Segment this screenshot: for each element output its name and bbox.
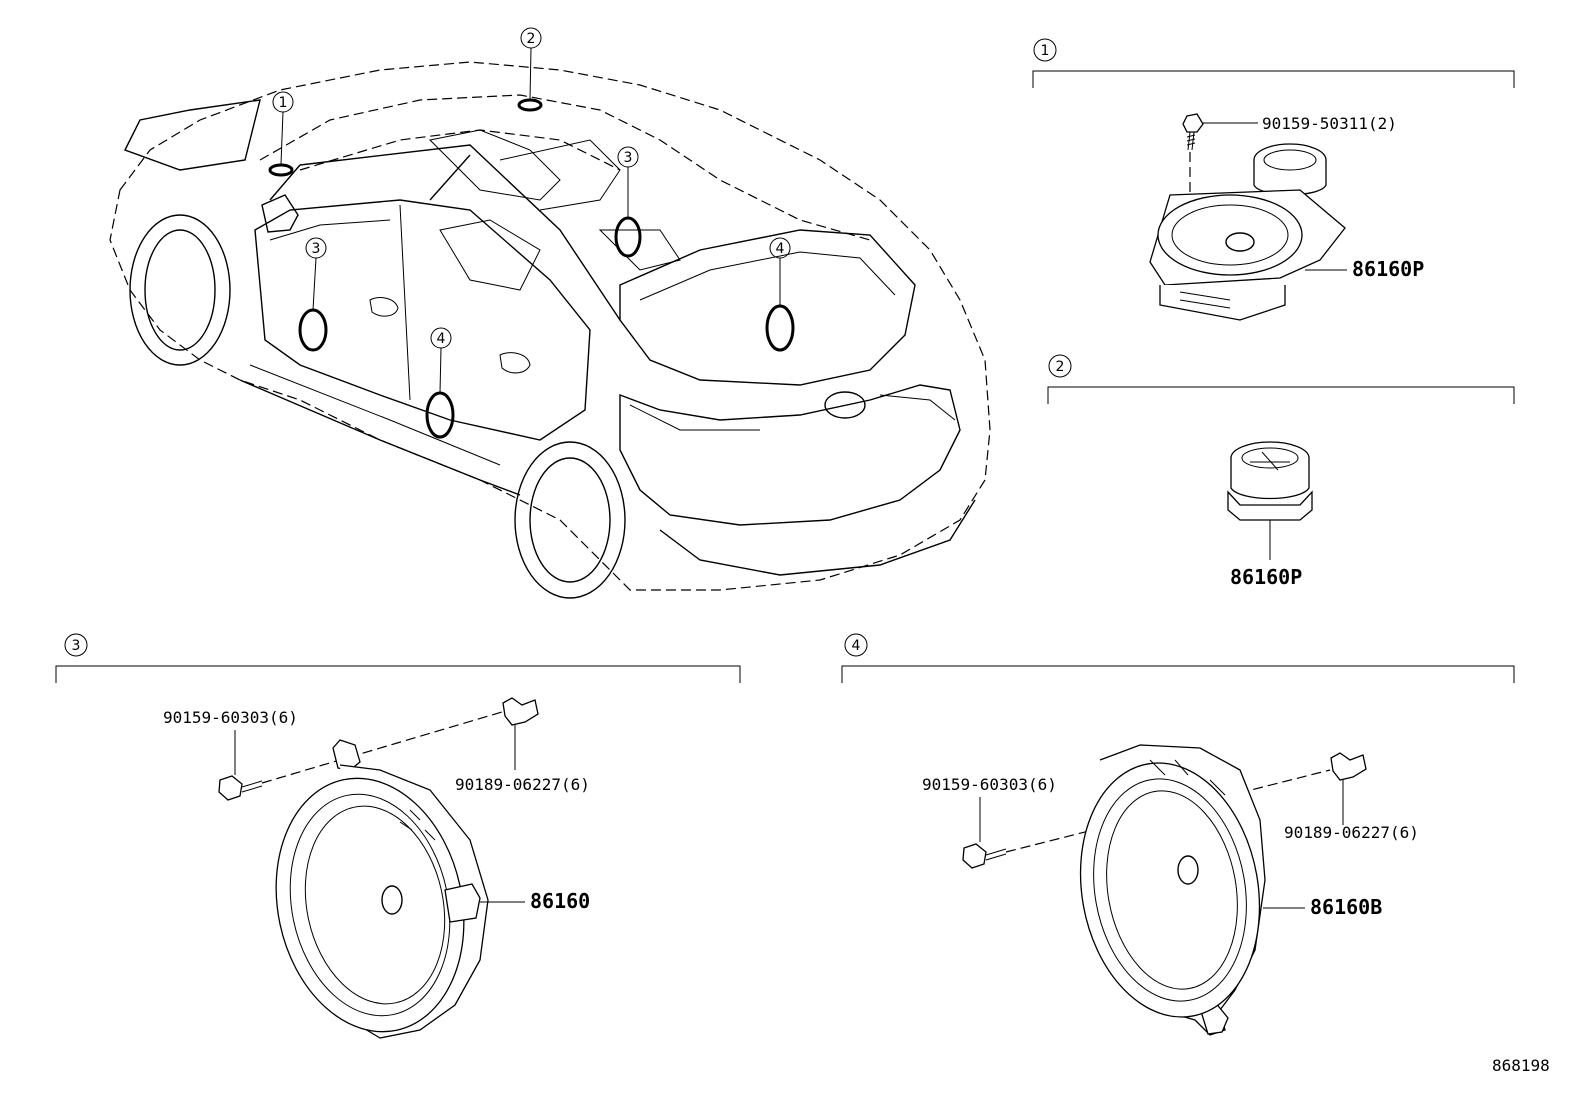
car-callout-1: 1 <box>272 91 294 165</box>
car-speaker-3a-ring <box>298 308 328 352</box>
section-3-clip-part-number: 90189-06227(6) <box>455 775 590 794</box>
svg-text:4: 4 <box>776 241 785 257</box>
car-callout-4a: 4 <box>430 327 452 394</box>
section-4-speaker <box>1079 744 1305 1036</box>
section-1-number: 1 <box>1033 38 1057 62</box>
section-3: 3 90159-60303(6) 90189-06227(6) <box>55 633 741 1039</box>
car-callout-3a: 3 <box>305 237 327 311</box>
section-4-clip-part-number: 90189-06227(6) <box>1284 823 1419 842</box>
section-3-speaker <box>275 739 525 1039</box>
section-4-clip <box>1330 752 1367 825</box>
car-speaker-4b-ring <box>765 304 795 352</box>
diagram-id: 868198 <box>1492 1056 1550 1075</box>
svg-text:3: 3 <box>72 638 81 654</box>
section-3-screw <box>218 775 263 801</box>
section-4-speaker-part-number: 86160B <box>1310 895 1382 919</box>
section-4-screw <box>962 843 1007 869</box>
svg-text:3: 3 <box>624 150 633 166</box>
section-4-number: 4 <box>844 633 868 657</box>
section-3-clip <box>502 697 539 770</box>
car-callout-2: 2 <box>520 27 542 100</box>
svg-text:1: 1 <box>279 95 288 111</box>
section-2-tweeter <box>1227 441 1313 560</box>
section-3-bracket <box>55 665 741 683</box>
section-2: 2 86160P <box>1047 354 1515 589</box>
section-3-screw-part-number: 90159-60303(6) <box>163 708 298 727</box>
car-speaker-4a-ring <box>425 391 455 439</box>
car-callout-3b: 3 <box>617 146 639 218</box>
section-4-screw-part-number: 90159-60303(6) <box>922 775 1057 794</box>
section-1-screw-part-number: 90159-50311(2) <box>1262 114 1397 133</box>
section-1-speaker-assembly <box>1149 143 1347 321</box>
svg-text:1: 1 <box>1041 43 1050 59</box>
section-4-bracket <box>841 665 1515 683</box>
section-3-number: 3 <box>64 633 88 657</box>
svg-text:4: 4 <box>852 638 861 654</box>
section-3-speaker-part-number: 86160 <box>530 889 590 913</box>
svg-text:2: 2 <box>1056 359 1065 375</box>
car-speaker-3b-ring <box>614 216 642 258</box>
section-2-bracket <box>1047 386 1515 404</box>
section-4: 4 90159-60303(6) 90189-06227(6) <box>841 633 1515 1036</box>
section-1-bracket <box>1032 70 1515 88</box>
section-1-screw <box>1182 113 1258 151</box>
car-illustration: 1 2 3 3 4 4 <box>109 27 991 599</box>
car-speaker-1-ring <box>268 163 294 177</box>
svg-text:3: 3 <box>312 241 321 257</box>
section-2-tweeter-part-number: 86160P <box>1230 565 1302 589</box>
section-1: 1 90159-50311(2) <box>1032 38 1515 321</box>
section-1-speaker-part-number: 86160P <box>1352 257 1424 281</box>
section-2-number: 2 <box>1048 354 1072 378</box>
car-callout-4b: 4 <box>769 237 791 306</box>
svg-text:2: 2 <box>527 31 536 47</box>
car-speaker-2-ring <box>517 98 543 112</box>
svg-text:4: 4 <box>437 331 446 347</box>
